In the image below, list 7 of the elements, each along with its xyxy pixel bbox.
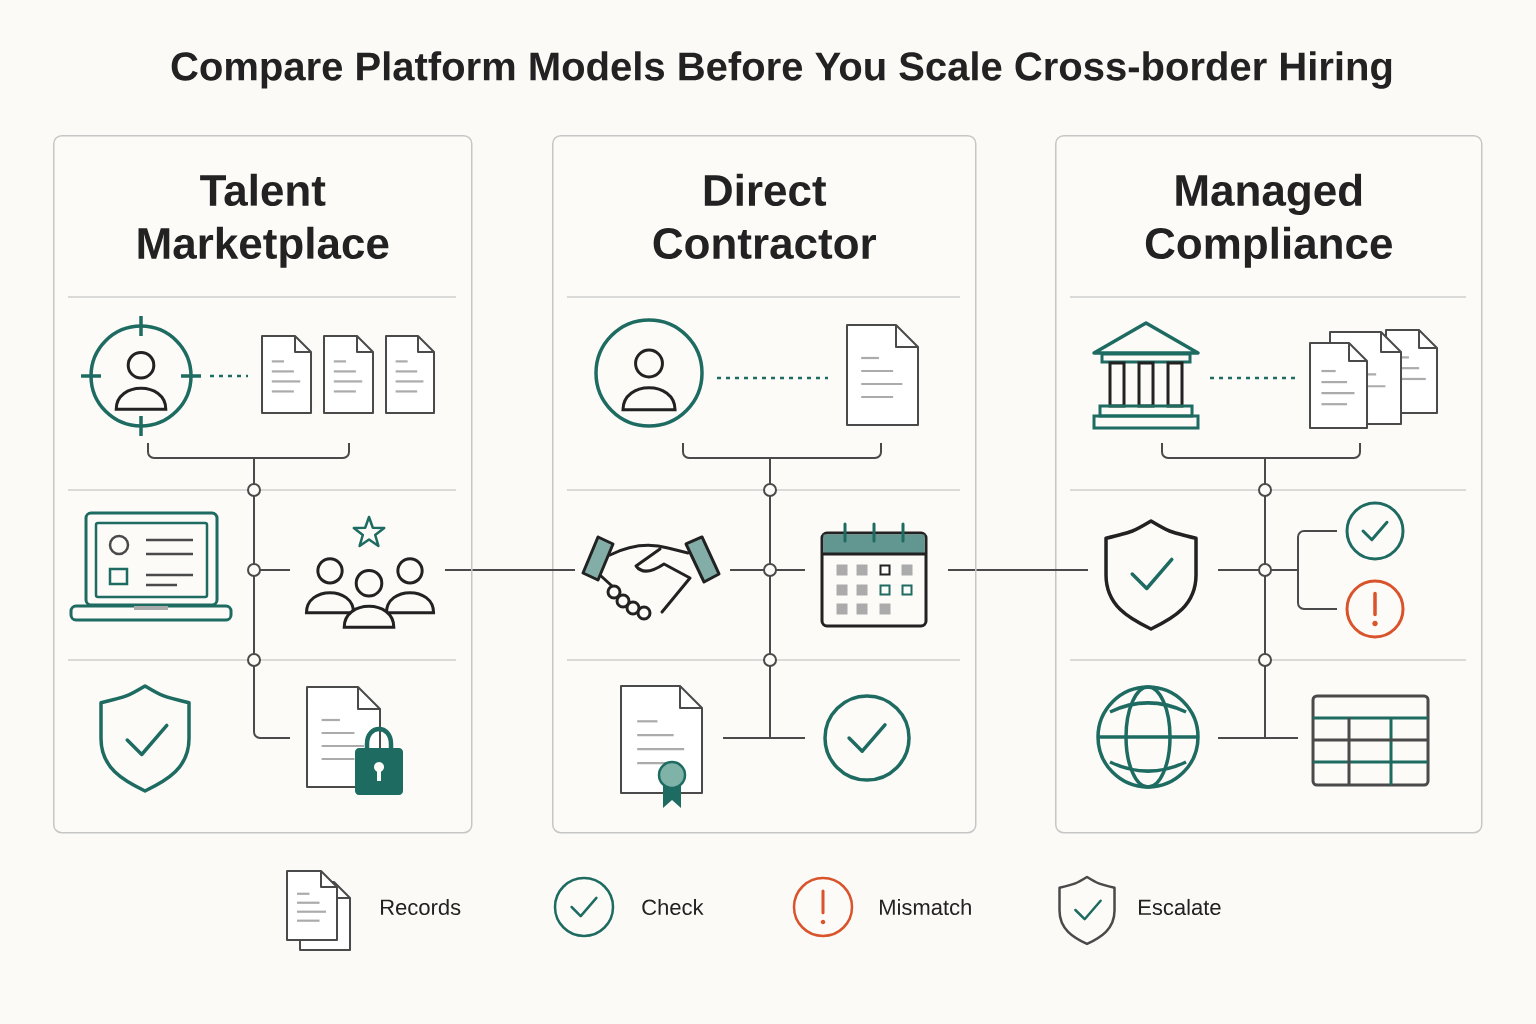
title: Compare Platform Models Before You Scale Cross-border Hiring: [171, 51, 1392, 89]
legend-label: Escalate: [1139, 898, 1221, 916]
legend-label: Records: [381, 898, 461, 916]
connector-line: [471, 569, 553, 571]
legend-label: Check: [642, 898, 704, 916]
connector-line: [975, 569, 1056, 571]
legend-label: Mismatch: [880, 898, 971, 916]
